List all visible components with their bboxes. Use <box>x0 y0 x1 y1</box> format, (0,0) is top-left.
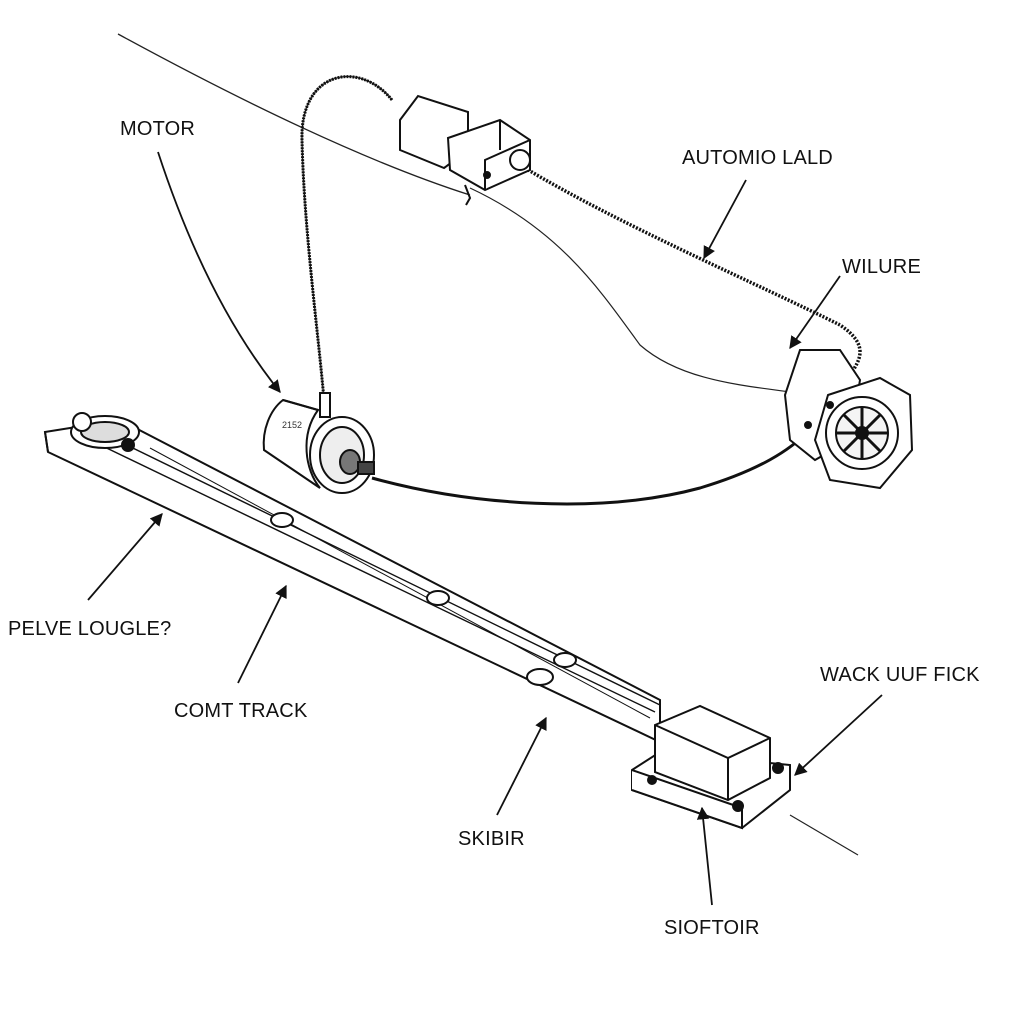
motor-body <box>262 392 375 494</box>
label-comt-track: COMT TRACK <box>174 700 308 722</box>
arrow-siodtoir <box>696 806 713 906</box>
label-skibir: SKIBIR <box>458 828 525 850</box>
label-wack-uuf-fick: WACK UUF FICK <box>820 664 980 686</box>
label-pelve-lougle: PELVE LOUGLE? <box>8 618 172 640</box>
cable-lower <box>371 428 812 506</box>
cable-loop <box>300 75 394 401</box>
end-block <box>631 704 791 830</box>
upper-actuator <box>399 94 531 206</box>
label-siodtoir: SIOFTOIR <box>664 917 760 939</box>
cable-upper <box>524 166 862 376</box>
label-motor: MOTOR <box>120 118 196 140</box>
guide-line-bottom <box>789 814 859 856</box>
track-rail <box>43 418 661 744</box>
arrow-motor <box>157 151 281 393</box>
label-automio-lald: AUTOMIO LALD <box>682 147 833 169</box>
arrow-skibir <box>496 716 547 816</box>
arrow-automio-lald <box>703 179 747 260</box>
leader-arrows <box>87 151 883 906</box>
guide-line-top <box>117 33 471 196</box>
label-wilure: WILURE <box>842 256 921 278</box>
arrow-pelve-lougle <box>87 513 163 601</box>
track-rivets <box>270 512 577 686</box>
gear-assembly <box>783 349 914 490</box>
arrow-comt-track <box>237 584 287 684</box>
arrow-wilure <box>789 275 841 350</box>
arrow-wack-uuf-fick <box>794 694 883 776</box>
guide-line-middle <box>469 187 791 393</box>
left-pulley <box>70 412 140 452</box>
motor-marking: 2152 <box>282 420 302 430</box>
